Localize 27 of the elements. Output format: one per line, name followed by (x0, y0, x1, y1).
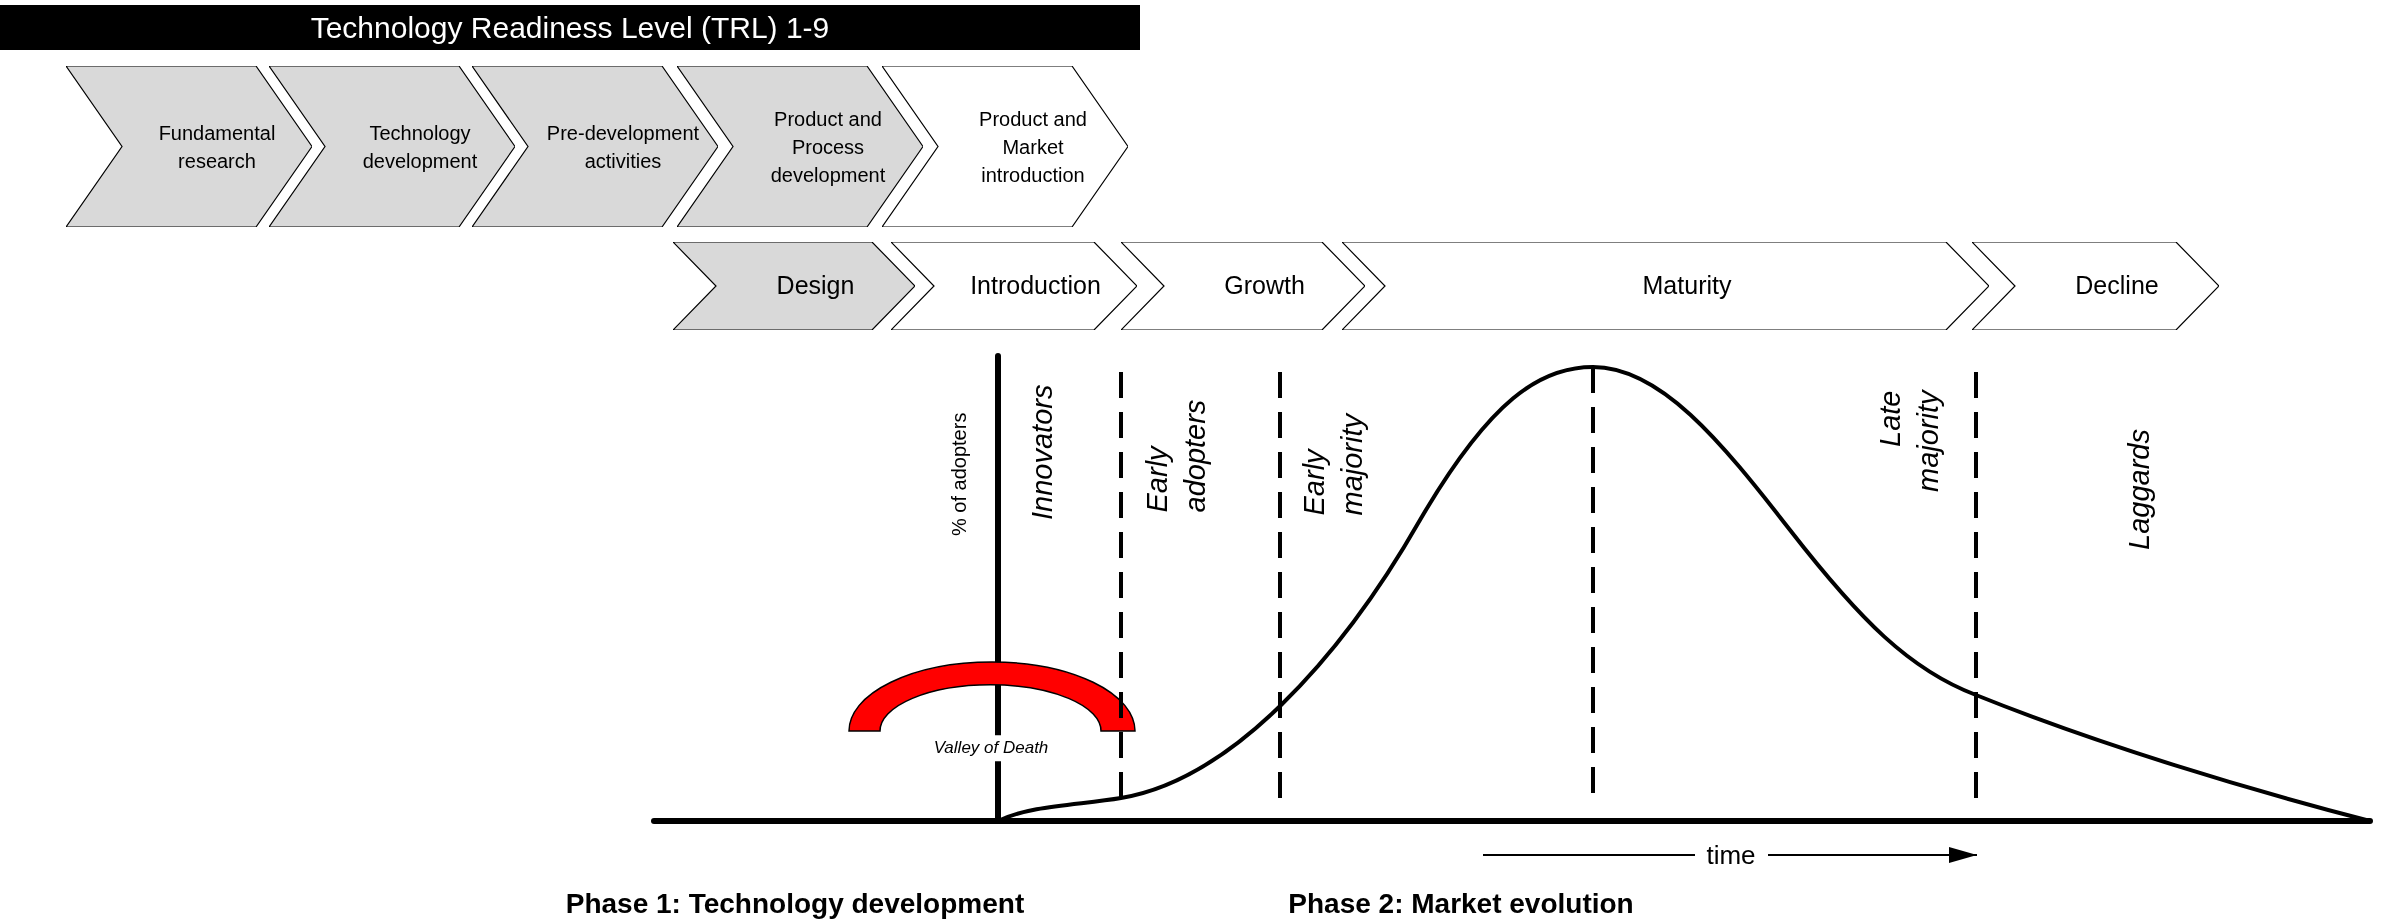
chevron-step (673, 242, 915, 330)
step-label: Technology development (361, 120, 479, 174)
step-label: Decline (2075, 270, 2159, 302)
step-label: Pre-development activities (545, 120, 701, 174)
step-label: Fundamental research (157, 120, 277, 174)
step-label: Product and Process development (769, 106, 887, 188)
chevron-step (891, 242, 1137, 330)
axis-label: % of adopters (947, 411, 971, 536)
segment-label: Late majority (1873, 390, 1945, 494)
segment-label: Early adopters (1140, 398, 1212, 513)
valley-arch (848, 661, 1136, 732)
segment-label: Innovators (1025, 383, 1060, 520)
segment-label: Early majority (1297, 411, 1369, 516)
segment-label: Laggards (2122, 428, 2157, 550)
chevron-step (66, 66, 312, 227)
step-label: Introduction (970, 270, 1101, 302)
axis-label: time (1705, 838, 1757, 872)
phase-label: Phase 1: Technology development (564, 887, 1026, 919)
title-bar (0, 5, 1140, 50)
phase-label: Phase 2: Market evolution (1287, 887, 1635, 919)
chevron-step (1972, 242, 2219, 330)
step-label: Maturity (1642, 270, 1732, 302)
step-label: Product and Market introduction (978, 106, 1088, 188)
step-label: Design (776, 270, 855, 302)
title-text: Technology Readiness Level (TRL) 1-9 (310, 10, 830, 46)
chevron-step (1121, 242, 1365, 330)
step-label: Growth (1224, 270, 1305, 302)
